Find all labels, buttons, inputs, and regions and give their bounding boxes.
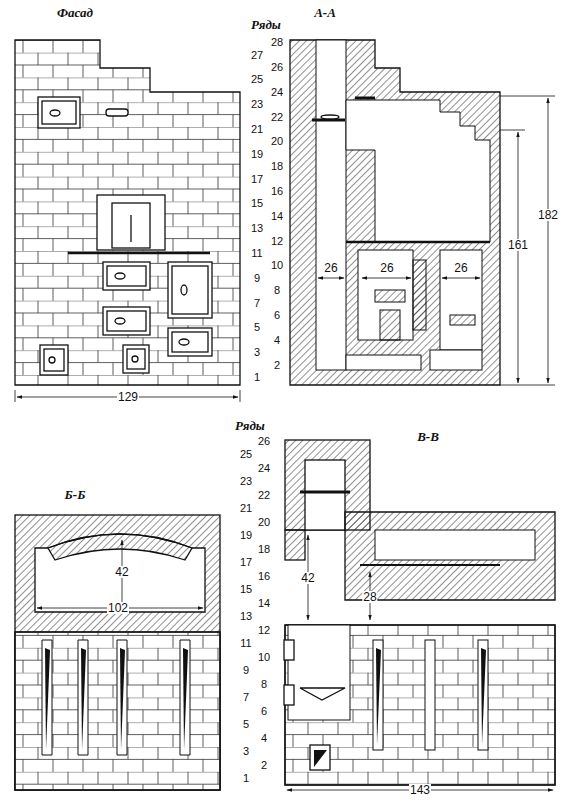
- row-number: 19: [239, 530, 253, 541]
- row-number: 14: [257, 597, 271, 608]
- row-number: 24: [257, 462, 271, 473]
- row-number: 18: [270, 161, 284, 172]
- row-number: 10: [257, 651, 271, 662]
- row-number: 4: [260, 732, 268, 743]
- row-number: 25: [239, 449, 253, 460]
- dimension-label: 28: [362, 591, 377, 603]
- view-title: В-В: [416, 430, 440, 443]
- row-number: 22: [270, 111, 284, 122]
- row-number: 20: [270, 136, 284, 147]
- row-number: 9: [253, 272, 261, 283]
- row-number: 4: [273, 334, 281, 345]
- scale-title: Ряды: [250, 18, 282, 31]
- row-number: 19: [250, 148, 264, 159]
- row-number: 11: [250, 248, 263, 259]
- dimension-label: 26: [453, 262, 468, 274]
- row-number: 2: [273, 359, 281, 370]
- row-number: 8: [273, 285, 281, 296]
- row-number: 21: [239, 503, 253, 514]
- row-number: 12: [257, 624, 271, 635]
- row-number: 16: [270, 186, 284, 197]
- row-number: 7: [242, 692, 250, 703]
- row-number: 23: [239, 476, 253, 487]
- dimension-label: 26: [379, 262, 394, 274]
- view-title: А-А: [313, 6, 337, 19]
- row-number: 28: [270, 37, 284, 48]
- row-number: 13: [239, 611, 253, 622]
- row-number: 14: [270, 210, 284, 221]
- view-title: Фасад: [56, 6, 94, 19]
- row-number: 5: [242, 719, 250, 730]
- view-title: Б-Б: [64, 488, 87, 501]
- row-number: 12: [270, 235, 284, 246]
- row-number: 2: [260, 759, 268, 770]
- row-number: 27: [250, 49, 264, 60]
- row-number: 1: [253, 372, 261, 383]
- scale-title: Ряды: [234, 419, 266, 432]
- row-number: 26: [270, 62, 284, 73]
- row-number: 22: [257, 489, 271, 500]
- dimension-label: 143: [409, 784, 431, 796]
- row-number: 7: [253, 297, 261, 308]
- row-number: 1: [242, 773, 250, 784]
- row-number: 8: [260, 678, 268, 689]
- dimension-label: 129: [117, 391, 139, 403]
- dimension-label: 182: [537, 209, 559, 221]
- row-number: 21: [250, 124, 264, 135]
- row-number: 15: [239, 584, 253, 595]
- dimension-label: 102: [107, 602, 129, 614]
- dimension-label: 161: [507, 239, 529, 251]
- row-number: 24: [270, 86, 284, 97]
- row-number: 20: [257, 516, 271, 527]
- row-number: 11: [239, 638, 252, 649]
- row-number: 6: [260, 705, 268, 716]
- row-number: 3: [253, 347, 261, 358]
- row-number: 17: [250, 173, 264, 184]
- dimension-label: 42: [114, 566, 129, 578]
- dimension-label: 42: [300, 572, 315, 584]
- row-number: 10: [270, 260, 284, 271]
- row-number: 26: [257, 435, 271, 446]
- row-number: 25: [250, 74, 264, 85]
- row-number: 6: [273, 310, 281, 321]
- row-number: 23: [250, 99, 264, 110]
- row-number: 9: [242, 665, 250, 676]
- row-number: 18: [257, 543, 271, 554]
- row-number: 3: [242, 746, 250, 757]
- row-number: 17: [239, 557, 253, 568]
- row-number: 5: [253, 322, 261, 333]
- row-number: 13: [250, 223, 264, 234]
- row-number: 16: [257, 570, 271, 581]
- dimension-label: 26: [323, 262, 338, 274]
- row-number: 15: [250, 198, 264, 209]
